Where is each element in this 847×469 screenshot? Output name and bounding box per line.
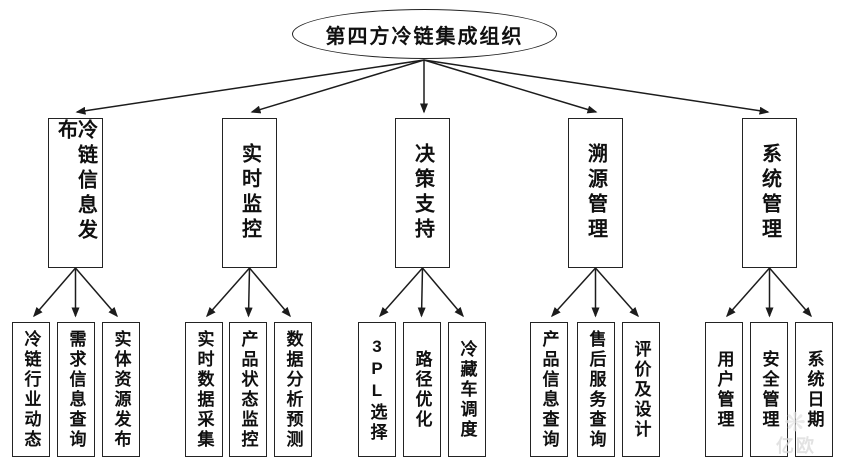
branch-node-traceability-management: 溯源管理 [568,118,623,268]
root-node-fourth-party-cold-chain-org: 第四方冷链集成组织 [292,9,557,59]
leaf-node-realtime-data-collection: 实时数据采集 [185,322,223,457]
leaf-node-evaluation-and-design: 评价及设计 [622,322,660,457]
leaf-node-demand-info-query: 需求信息查询 [57,322,95,457]
leaf-node-route-optimization: 路径优化 [403,322,441,457]
leaf-node-product-info-query: 产品信息查询 [530,322,568,457]
leaf-node-product-status-monitoring: 产品状态监控 [229,322,267,457]
leaf-node-industry-trends: 冷链行业动态 [12,322,50,457]
leaf-node-security-management: 安全管理 [750,322,788,457]
branch-node-system-management: 系统管理 [742,118,797,268]
leaf-node-reefer-truck-dispatch: 冷藏车调度 [448,322,486,457]
leaf-node-entity-resource-release: 实体资源发布 [102,322,140,457]
leaf-node-after-sales-service-query: 售后服务查询 [577,322,615,457]
leaf-node-system-date: 系统日期 [795,322,833,457]
leaf-node-3pl-selection: 3PL选择 [358,322,396,457]
branch-node-cold-chain-info-release: 冷链信息发布 [48,118,103,268]
leaf-node-data-analysis-forecast: 数据分析预测 [274,322,312,457]
branch-node-realtime-monitoring: 实时监控 [222,118,277,268]
branch-node-decision-support: 决策支持 [395,118,450,268]
leaf-node-user-management: 用户管理 [705,322,743,457]
